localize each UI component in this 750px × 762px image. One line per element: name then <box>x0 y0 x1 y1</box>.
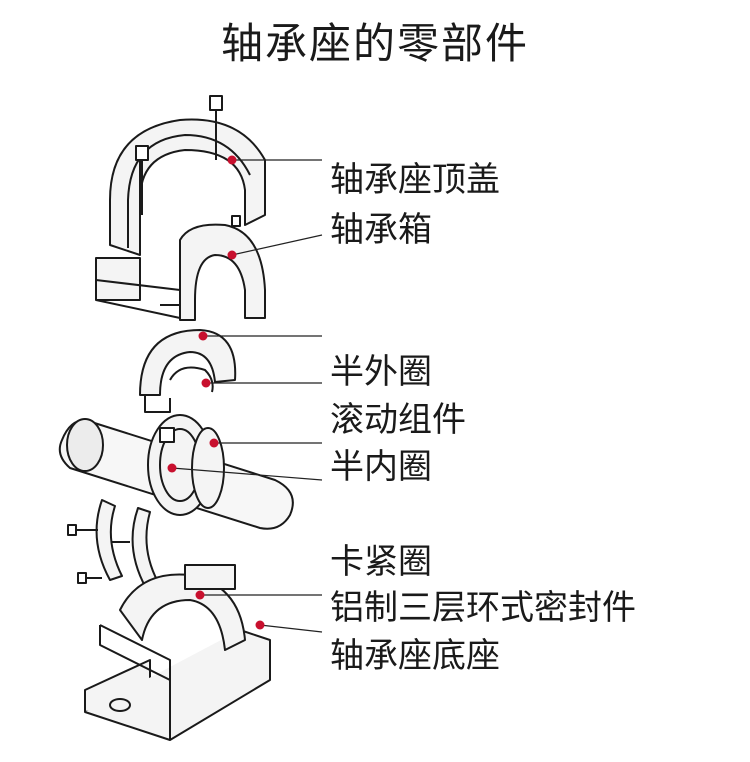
marker-base <box>255 620 265 630</box>
marker-rolling <box>201 378 211 388</box>
bearing-base-drawing <box>84 564 271 741</box>
marker-inner-ring <box>167 463 177 473</box>
marker-cap <box>227 155 237 165</box>
label-bearing-base: 轴承座底座 <box>330 636 500 676</box>
marker-seal <box>195 590 205 600</box>
bearing-housing-drawing <box>160 223 266 321</box>
bearing-cap-drawing <box>95 95 266 319</box>
rolling-assembly-drawing <box>147 414 225 516</box>
label-bearing-cap: 轴承座顶盖 <box>330 160 500 200</box>
clamp-rings-drawing <box>67 499 159 589</box>
label-inner-half-ring: 半内圈 <box>330 447 432 487</box>
marker-inner-half <box>209 438 219 448</box>
marker-dots <box>167 155 265 630</box>
marker-outer-half <box>198 331 208 341</box>
outer-half-ring-drawing <box>139 329 237 413</box>
diagram-title: 轴承座的零部件 <box>220 19 529 68</box>
label-outer-half-ring: 半外圈 <box>330 352 432 392</box>
label-rolling-assembly: 滚动组件 <box>330 400 466 440</box>
label-clamp-ring: 卡紧圈 <box>330 542 432 582</box>
label-bearing-housing: 轴承箱 <box>330 210 432 250</box>
label-seal: 铝制三层环式密封件 <box>330 588 636 628</box>
marker-housing <box>227 250 237 260</box>
leader-lines <box>171 159 323 633</box>
